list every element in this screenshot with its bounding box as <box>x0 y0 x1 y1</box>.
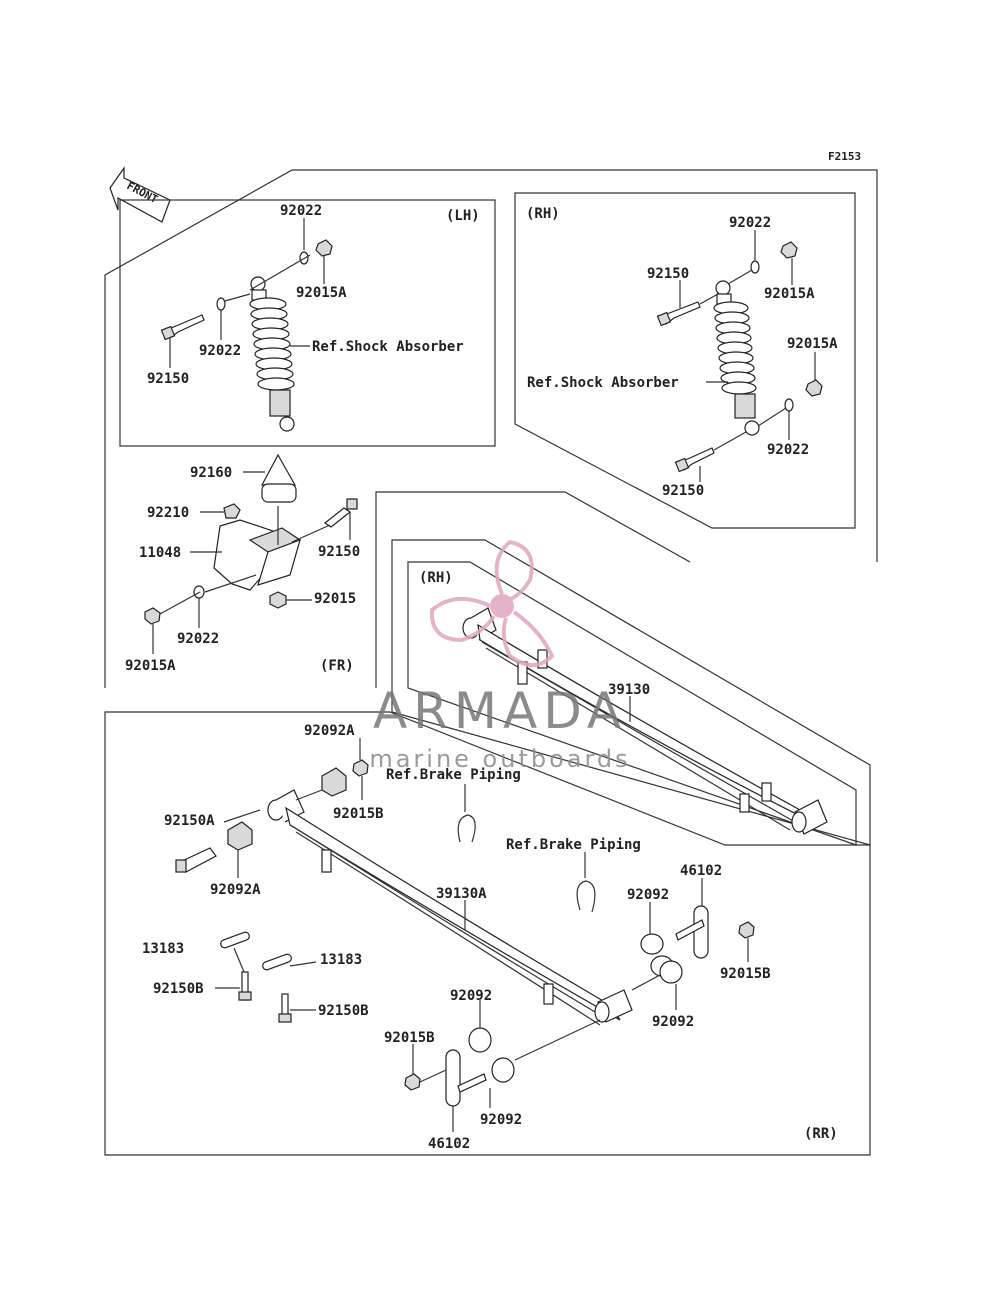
brake-clip-1-icon <box>457 814 476 843</box>
rr-bolt-b2-icon <box>278 993 292 1023</box>
rh-nut-upper-icon <box>780 241 798 259</box>
part-label: 13183 <box>142 941 184 957</box>
ref-brake-piping-1: Ref.Brake Piping <box>386 767 521 783</box>
part-label: 92092A <box>304 723 355 739</box>
lh-nut-upper-icon <box>315 239 333 257</box>
part-label: 92015B <box>384 1030 435 1046</box>
propeller-logo-icon <box>429 539 555 667</box>
rr-label: (RR) <box>804 1126 838 1142</box>
rr-bolt-a-icon <box>175 847 217 873</box>
part-label: 92160 <box>190 465 232 481</box>
part-label: 46102 <box>428 1136 470 1152</box>
rh-bolt-upper-icon <box>656 301 701 327</box>
fr-frame <box>375 491 691 688</box>
part-label: 92092 <box>450 988 492 1004</box>
part-label: 92015A <box>296 285 347 301</box>
ref-brake-piping-2: Ref.Brake Piping <box>506 837 641 853</box>
figure-code: F2153 <box>828 150 861 163</box>
fr-label: (FR) <box>320 658 354 674</box>
rh-leaf-spring-icon <box>462 607 828 835</box>
bushing-lower-icon <box>227 821 253 851</box>
part-label: 92092 <box>652 1014 694 1030</box>
outer-frame-top <box>104 169 878 688</box>
lh-label: (LH) <box>446 208 480 224</box>
part-label: 39130A <box>436 886 487 902</box>
part-label: 92015A <box>764 286 815 302</box>
part-label: 92150 <box>147 371 189 387</box>
part-label: 92015 <box>314 591 356 607</box>
rh-bolt-lower-icon <box>674 447 715 473</box>
part-label: 92022 <box>199 343 241 359</box>
brake-clip-2-icon <box>576 880 596 913</box>
part-label: 92022 <box>177 631 219 647</box>
rr-bolt-b1-icon <box>238 971 252 1001</box>
rh-washer-upper-icon <box>750 260 760 274</box>
part-label: 11048 <box>139 545 181 561</box>
lh-box <box>119 199 496 447</box>
part-label: 92015A <box>125 658 176 674</box>
ref-shock-absorber-rh: Ref.Shock Absorber <box>527 375 679 391</box>
part-label: 46102 <box>680 863 722 879</box>
lh-shock-absorber-icon <box>249 276 295 432</box>
cotter-pin-2-icon <box>262 953 292 971</box>
rr-leaf-spring-icon <box>267 789 633 1026</box>
part-label: 39130 <box>608 682 650 698</box>
part-label: 92150 <box>662 483 704 499</box>
rr-bushing-lower-icon <box>468 1027 515 1083</box>
part-label: 92092 <box>480 1112 522 1128</box>
part-label: 92150 <box>318 544 360 560</box>
part-label: 92015A <box>787 336 838 352</box>
rr-nut-b-upper-icon <box>352 759 369 777</box>
bracket-icon <box>213 519 302 591</box>
part-label: 92150 <box>647 266 689 282</box>
part-label: 92015B <box>720 966 771 982</box>
rh-nut-mid-icon <box>805 379 823 397</box>
watermark: ARMADA marine outboards <box>369 539 630 773</box>
watermark-tagline: marine outboards <box>369 745 630 773</box>
rh-spring-frame <box>391 539 871 846</box>
rr-nut-b-lower-icon <box>404 1073 421 1091</box>
rr-nut-b-mid-icon <box>738 921 755 939</box>
rh-washer-lower-icon <box>784 398 794 412</box>
part-label: 92210 <box>147 505 189 521</box>
part-label: 92022 <box>280 203 322 219</box>
ref-shock-absorber-lh: Ref.Shock Absorber <box>312 339 464 355</box>
fr-nut-a-icon <box>144 607 161 625</box>
part-label: 92150B <box>318 1003 369 1019</box>
bushing-icon <box>321 767 347 797</box>
fr-bolt-icon <box>323 498 358 528</box>
part-label: 92022 <box>767 442 809 458</box>
rr-frame <box>104 711 871 1156</box>
watermark-brand: ARMADA <box>373 682 627 740</box>
front-arrow-icon: FRONT <box>109 166 171 223</box>
rr-bushing-right-icon <box>659 960 683 984</box>
part-label: 92092 <box>627 887 669 903</box>
bump-stopper-icon <box>261 453 297 503</box>
rh-spring-label: (RH) <box>419 570 453 586</box>
part-label: 92150B <box>153 981 204 997</box>
part-label: 13183 <box>320 952 362 968</box>
part-label: 92015B <box>333 806 384 822</box>
stopper-pad-icon <box>223 503 241 519</box>
part-label: 92150A <box>164 813 215 829</box>
lh-bolt-icon <box>160 314 205 341</box>
rh-box <box>514 192 856 529</box>
lh-washer-lower-icon <box>216 297 226 311</box>
rh-spring-inner-frame <box>407 561 857 846</box>
rh-top-label: (RH) <box>526 206 560 222</box>
rh-shock-absorber-icon <box>713 280 760 436</box>
cotter-pin-1-icon <box>220 931 250 949</box>
fr-nut-icon <box>269 591 287 609</box>
part-label: 92022 <box>729 215 771 231</box>
rr-plate-lower-icon <box>445 1049 487 1107</box>
part-label: 92092A <box>210 882 261 898</box>
rr-plate-upper-icon <box>675 905 709 959</box>
